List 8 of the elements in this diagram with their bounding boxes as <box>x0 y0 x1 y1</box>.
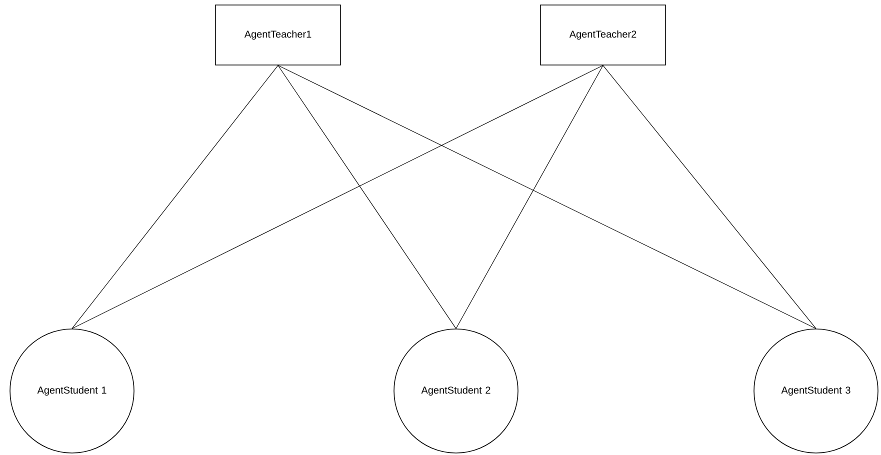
connector-line <box>72 65 278 329</box>
agent-box: AgentTeacher2 <box>540 4 666 66</box>
connector-line <box>278 65 456 329</box>
connector-line <box>72 65 604 329</box>
connector-line <box>278 65 816 329</box>
agent-box: AgentTeacher1 <box>215 4 341 66</box>
connector-line <box>456 65 604 329</box>
connector-line <box>602 65 816 329</box>
